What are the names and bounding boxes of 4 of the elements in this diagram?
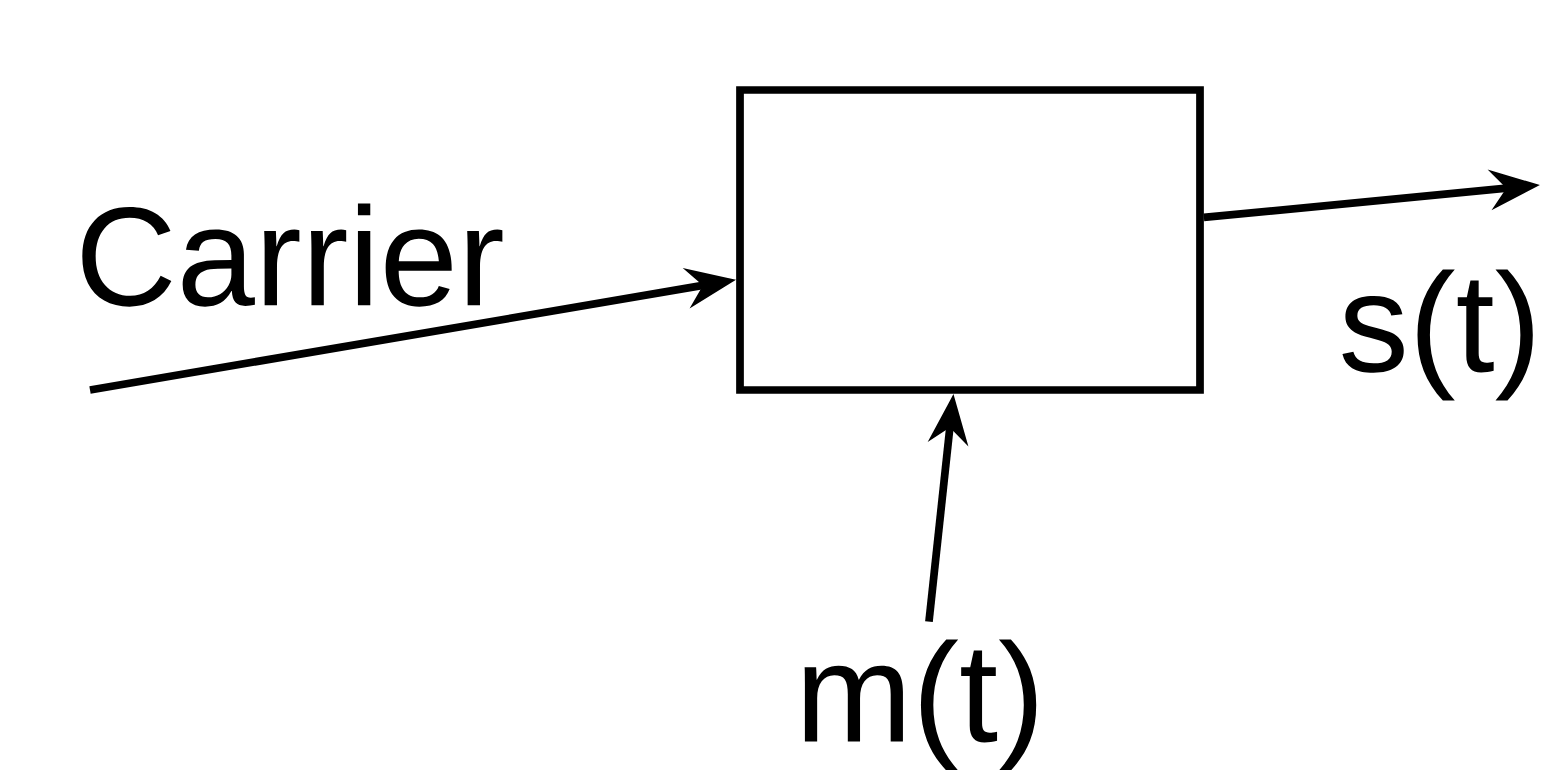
signal-label: Carrier (82, 203, 503, 307)
signal-label: m(t) (804, 639, 1037, 770)
block-box (736, 86, 1204, 394)
signal-label: s(t) (1342, 269, 1533, 401)
